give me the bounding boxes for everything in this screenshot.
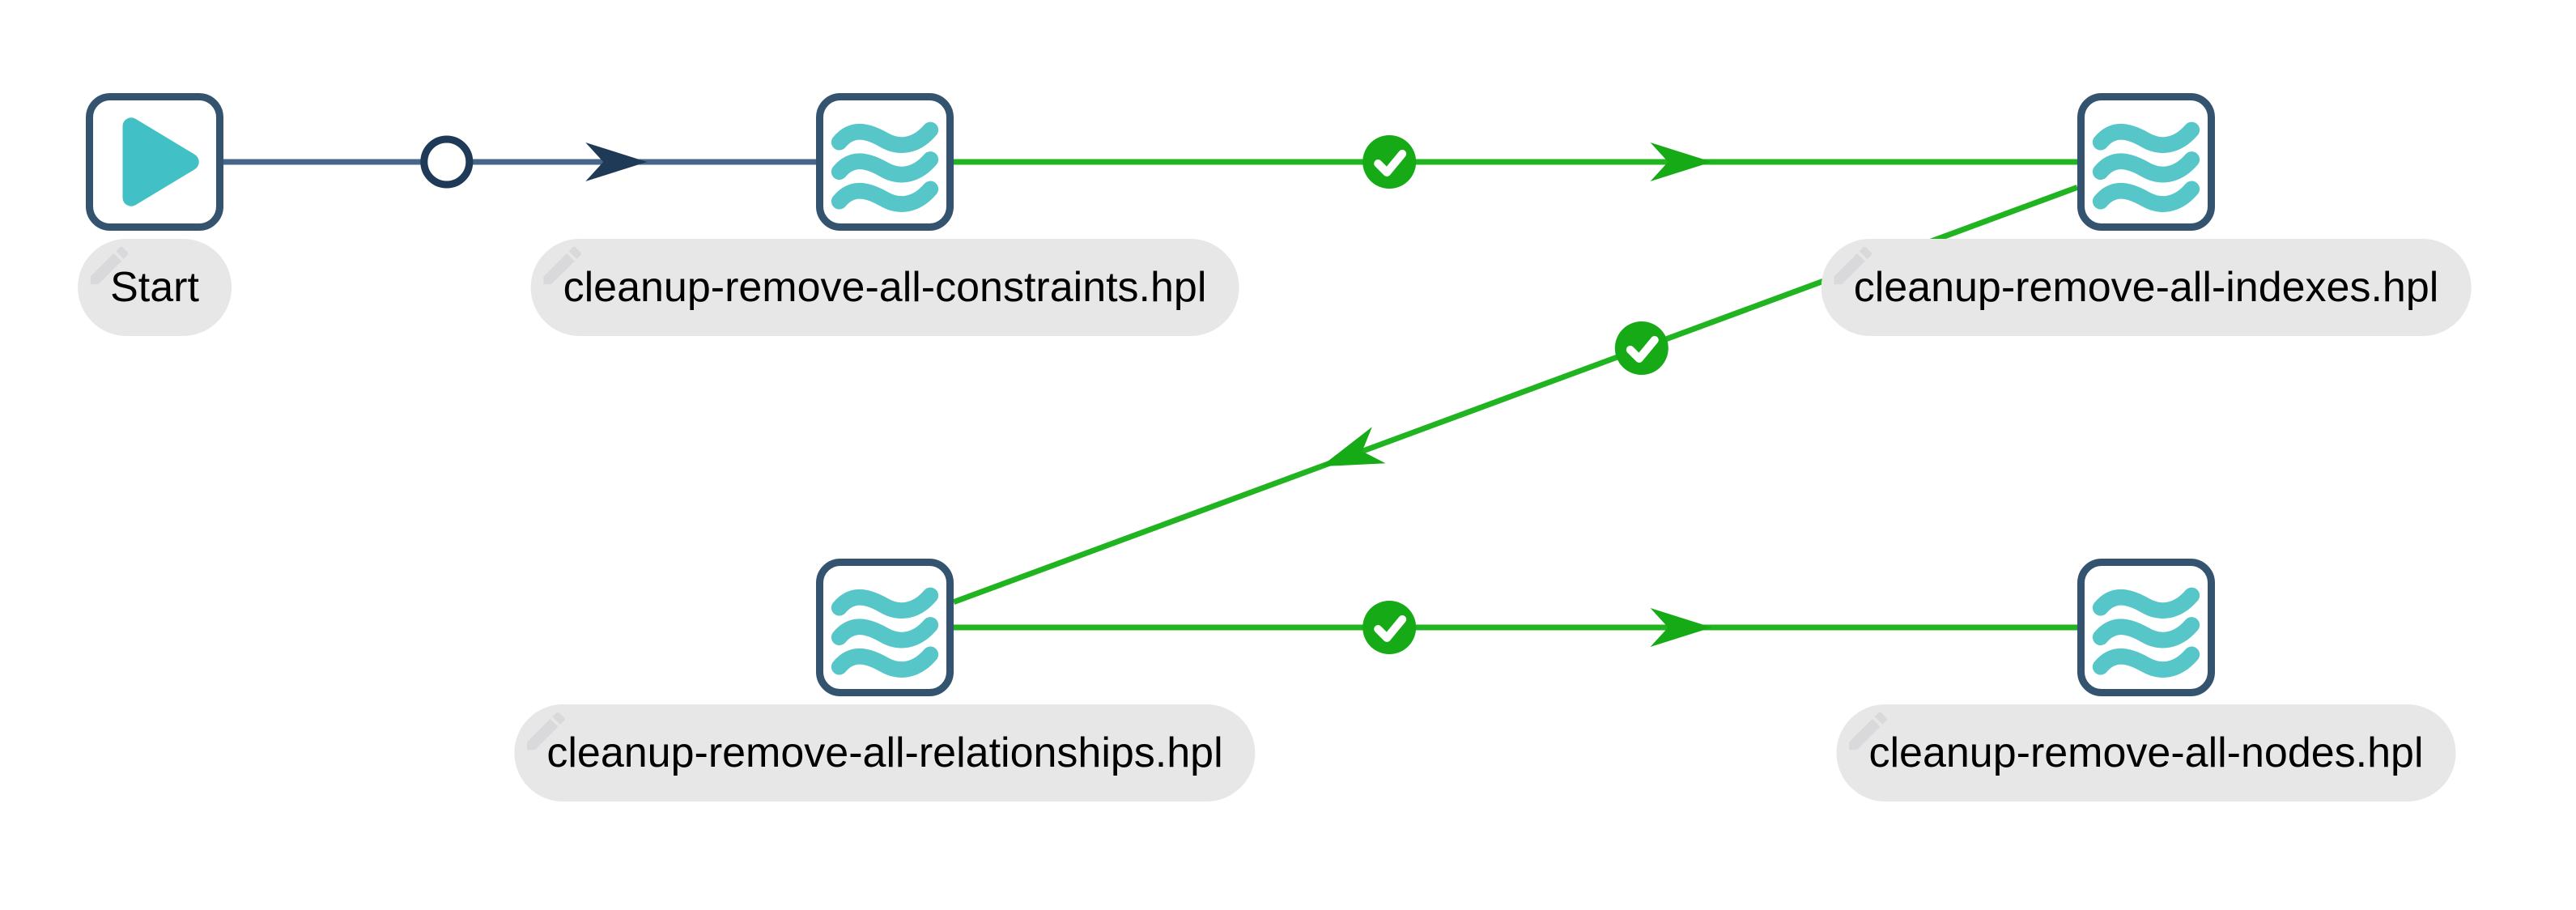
action-label-relationships[interactable]: cleanup-remove-all-relationships.hpl bbox=[514, 704, 1256, 802]
hop-arrow-icon bbox=[1320, 427, 1386, 467]
pipeline-icon bbox=[831, 587, 939, 678]
pipeline-icon bbox=[2092, 121, 2200, 212]
action-label-constraints[interactable]: cleanup-remove-all-constraints.hpl bbox=[530, 239, 1239, 336]
success-check-icon bbox=[1362, 601, 1417, 654]
action-relationships[interactable] bbox=[816, 559, 954, 696]
pencil-icon bbox=[1849, 712, 1887, 751]
action-indexes[interactable] bbox=[2077, 93, 2215, 231]
pipeline-icon bbox=[831, 121, 939, 212]
hop-constraints-indexes[interactable] bbox=[954, 135, 2077, 189]
checkmark-glyph bbox=[1374, 150, 1407, 176]
checkmark-glyph bbox=[1626, 336, 1659, 363]
hop-circle-icon bbox=[420, 135, 474, 189]
action-label-text: cleanup-remove-all-indexes.hpl bbox=[1853, 264, 2439, 311]
hop-arrow-icon bbox=[1650, 142, 1712, 181]
pencil-icon bbox=[527, 712, 565, 751]
action-label-text: cleanup-remove-all-nodes.hpl bbox=[1868, 729, 2424, 776]
action-label-indexes[interactable]: cleanup-remove-all-indexes.hpl bbox=[1821, 239, 2472, 336]
hop-relationships-nodes[interactable] bbox=[954, 601, 2077, 654]
action-start[interactable] bbox=[86, 93, 223, 231]
success-check-icon bbox=[1362, 135, 1417, 189]
action-label-text: cleanup-remove-all-relationships.hpl bbox=[546, 729, 1223, 776]
checkmark-glyph bbox=[1374, 615, 1407, 642]
pipeline-icon bbox=[2092, 587, 2200, 678]
action-label-nodes[interactable]: cleanup-remove-all-nodes.hpl bbox=[1836, 704, 2456, 802]
pencil-icon bbox=[1834, 246, 1872, 285]
action-label-text: Start bbox=[110, 264, 199, 311]
hop-start-constraints[interactable] bbox=[223, 135, 816, 189]
hop-arrow-icon bbox=[1650, 608, 1712, 647]
action-nodes[interactable] bbox=[2077, 559, 2215, 696]
action-constraints[interactable] bbox=[816, 93, 954, 231]
action-label-start[interactable]: Start bbox=[78, 239, 232, 336]
action-label-text: cleanup-remove-all-constraints.hpl bbox=[563, 264, 1207, 311]
pencil-icon bbox=[543, 246, 581, 285]
success-check-icon bbox=[1614, 321, 1668, 375]
hop-arrow-icon bbox=[585, 142, 648, 181]
pencil-icon bbox=[90, 246, 129, 285]
play-icon bbox=[122, 117, 199, 206]
